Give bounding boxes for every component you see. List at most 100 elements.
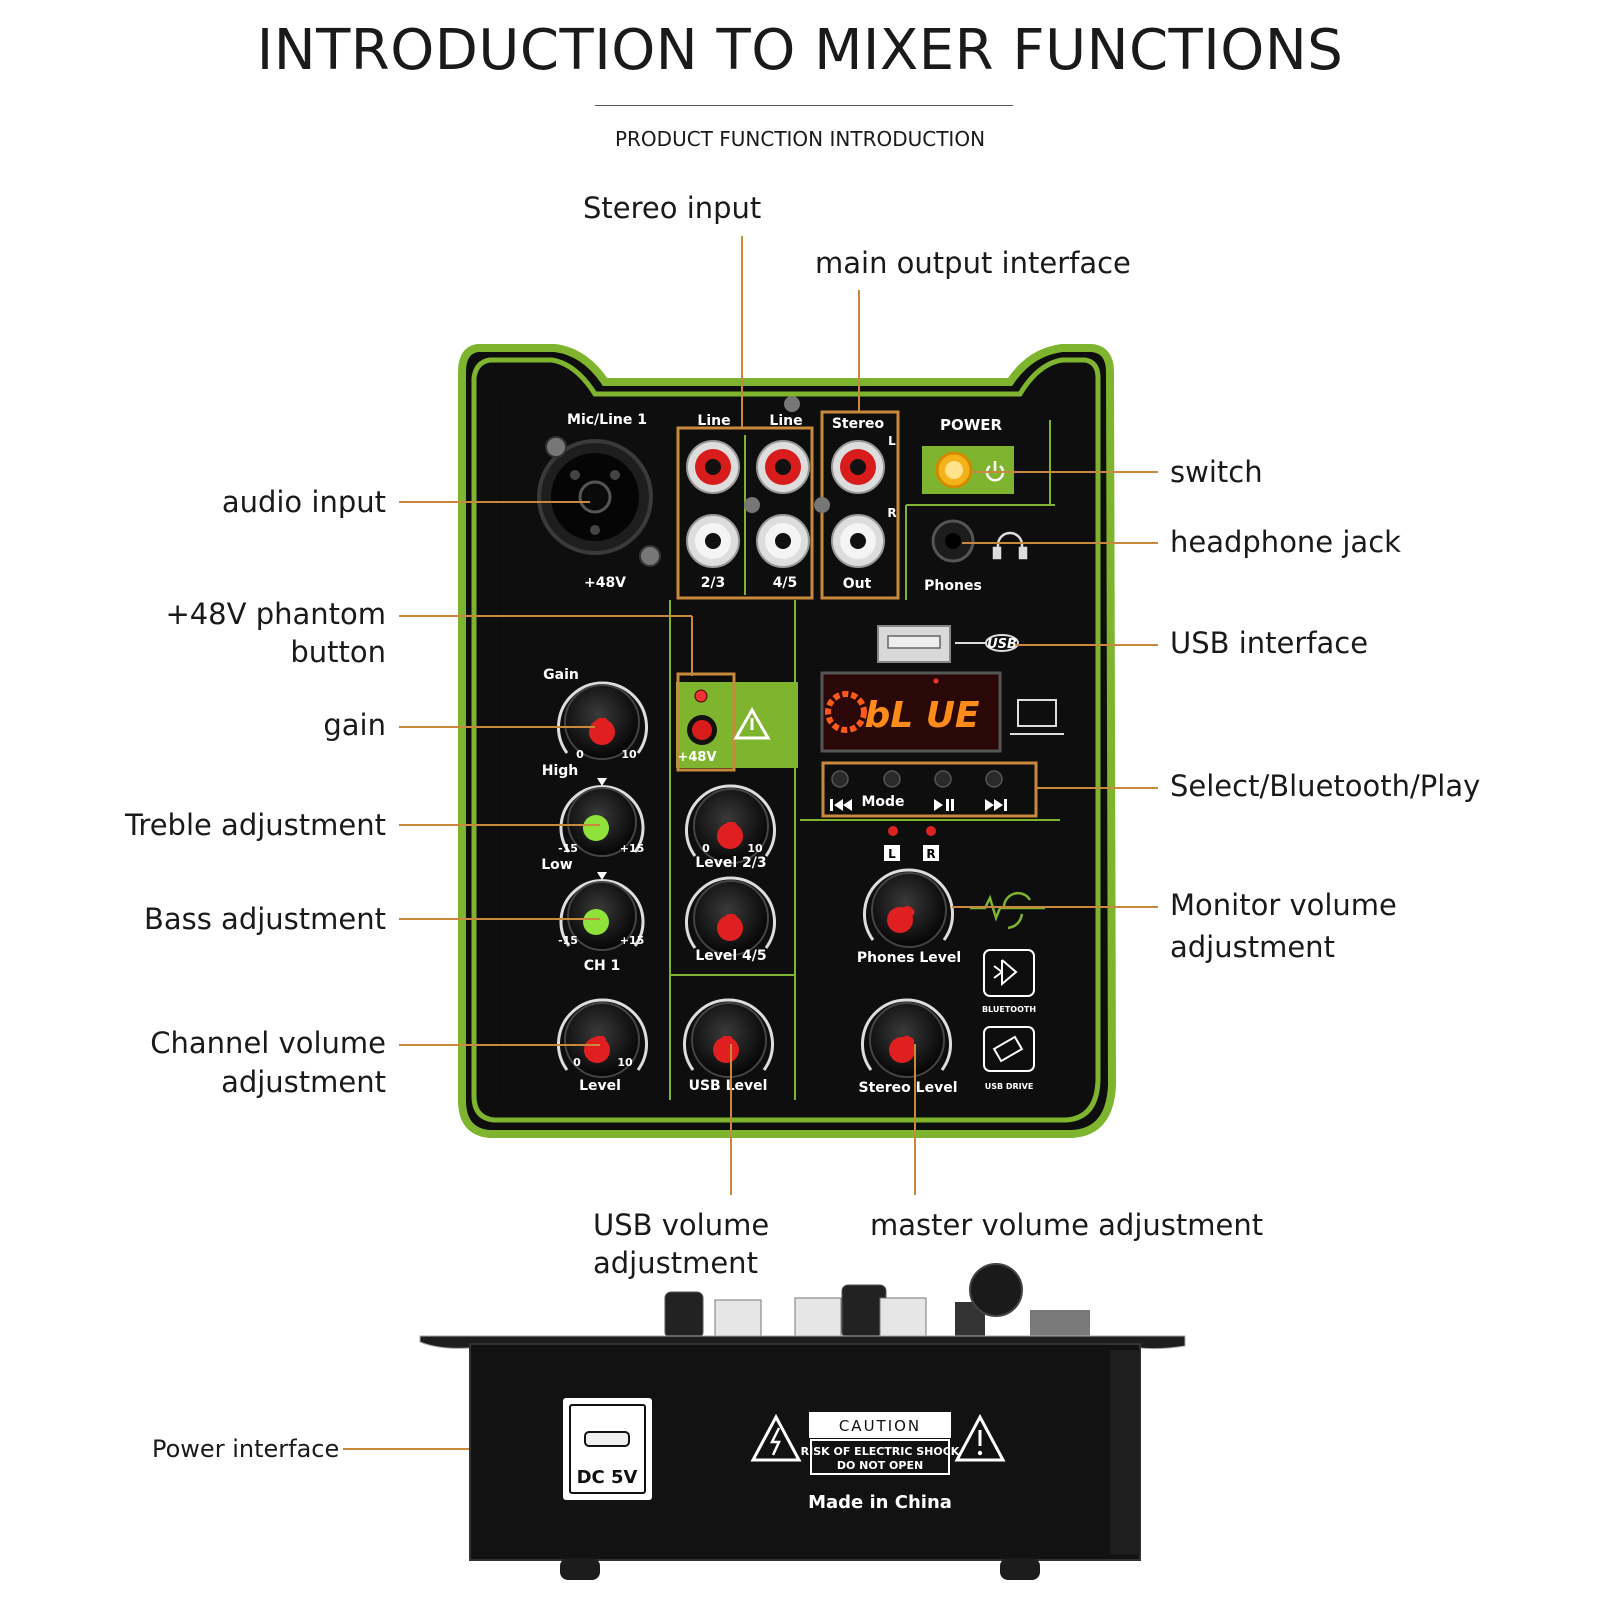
led-left-tag bbox=[884, 845, 900, 861]
led-right-tag bbox=[923, 845, 939, 861]
callout-phantom-line1: +48V phantom bbox=[165, 597, 386, 631]
callout-usb-volume-line1: USB volume bbox=[593, 1208, 770, 1242]
rca-jack-red-45 bbox=[756, 440, 810, 494]
panel-labels: Mic/Line 1 +48V Line Line Stereo L R 2/3… bbox=[541, 412, 1036, 1096]
prev-track-icon bbox=[830, 799, 852, 811]
ch1-label: CH 1 bbox=[584, 958, 621, 974]
level23-max: 10 bbox=[747, 842, 763, 855]
knobs bbox=[557, 681, 954, 1078]
callout-phantom-line2: button bbox=[290, 635, 386, 669]
usb-drive-icon bbox=[983, 1026, 1035, 1072]
level45-knob bbox=[685, 876, 776, 956]
callout-headphone-jack: headphone jack bbox=[1170, 525, 1401, 559]
r-mark: R bbox=[887, 506, 896, 520]
phones-jack bbox=[931, 519, 1028, 563]
led-display bbox=[820, 671, 1064, 753]
level23-knob bbox=[685, 784, 776, 864]
callout-audio-input: audio input bbox=[221, 485, 386, 519]
shock-warning-icon bbox=[750, 1413, 802, 1462]
power-switch-block bbox=[922, 446, 1014, 494]
callout-select-bluetooth-play: Select/Bluetooth/Play bbox=[1170, 769, 1481, 803]
jack-23-label: 2/3 bbox=[701, 575, 726, 591]
high-max: +15 bbox=[620, 842, 645, 855]
rca-jack-white-23 bbox=[686, 514, 740, 568]
callout-power-interface: Power interface bbox=[152, 1435, 340, 1463]
low-max: +15 bbox=[620, 934, 645, 947]
rca-jack-white-out bbox=[831, 514, 885, 568]
callout-monitor-line2: adjustment bbox=[1170, 930, 1335, 964]
rca-jack-red-23 bbox=[686, 440, 740, 494]
led-left bbox=[888, 826, 898, 836]
title-divider bbox=[595, 105, 1013, 106]
rca-jack-red-out bbox=[831, 440, 885, 494]
callout-bass: Bass adjustment bbox=[143, 902, 386, 936]
usb-level-label: USB Level bbox=[689, 1078, 768, 1094]
power-label: POWER bbox=[940, 416, 1003, 434]
low-label: Low bbox=[541, 857, 573, 873]
xlr-combo-jack bbox=[537, 436, 661, 567]
stereo-level-knob bbox=[861, 998, 952, 1078]
ch1-level-max: 10 bbox=[617, 1056, 633, 1069]
callout-channel-line1: Channel volume bbox=[150, 1026, 386, 1060]
dc-label: DC 5V bbox=[577, 1467, 638, 1488]
phones-label: Phones bbox=[924, 578, 982, 594]
phantom-block bbox=[676, 672, 798, 772]
out-label: Out bbox=[843, 576, 872, 592]
back-panel: DC 5V CAUTION RISK OF ELECTRIC SHOCK DO … bbox=[419, 1263, 1186, 1580]
low-eq-knob bbox=[559, 872, 645, 951]
exclamation-warning-icon bbox=[954, 1413, 1006, 1462]
gain-max: 10 bbox=[621, 748, 637, 761]
rca-jack-white-45 bbox=[756, 514, 810, 568]
callout-gain: gain bbox=[323, 708, 386, 742]
gain-label: Gain bbox=[543, 667, 579, 683]
callout-monitor-line1: Monitor volume bbox=[1170, 888, 1397, 922]
l-mark: L bbox=[888, 434, 896, 448]
mic-line-label: Mic/Line 1 bbox=[567, 412, 647, 428]
laptop-icon bbox=[1010, 699, 1064, 735]
stereo-label: Stereo bbox=[832, 416, 885, 432]
risk-line2: DO NOT OPEN bbox=[837, 1459, 923, 1472]
line-b-label: Line bbox=[769, 413, 802, 429]
play-pause-icon bbox=[934, 799, 954, 811]
usb-port bbox=[877, 625, 1019, 663]
line-a-label: Line bbox=[697, 413, 730, 429]
stereo-input-box bbox=[676, 426, 814, 600]
transport-box bbox=[821, 761, 1038, 818]
panel-dividers bbox=[669, 420, 1060, 1100]
level23-min: 0 bbox=[702, 842, 710, 855]
warning-icon bbox=[733, 706, 771, 740]
usb-drive-label: USB DRIVE bbox=[985, 1082, 1034, 1091]
high-eq-knob bbox=[559, 778, 645, 857]
made-in-label: Made in China bbox=[808, 1492, 952, 1513]
usb-level-knob bbox=[683, 998, 774, 1078]
rca-jacks bbox=[686, 396, 885, 568]
transport-buttons bbox=[831, 770, 1003, 788]
display-text: bL UE bbox=[864, 695, 979, 736]
xlr-48v-label: +48V bbox=[584, 575, 626, 591]
leader-lines bbox=[343, 236, 1158, 1450]
jack-45-label: 4/5 bbox=[773, 575, 798, 591]
gain-min: 0 bbox=[576, 748, 584, 761]
low-min: -15 bbox=[558, 934, 578, 947]
callout-treble: Treble adjustment bbox=[124, 808, 386, 842]
bluetooth-label: BLUETOOTH bbox=[982, 1005, 1036, 1014]
callout-main-output: main output interface bbox=[815, 246, 1131, 280]
caution-label: CAUTION bbox=[839, 1417, 921, 1435]
phones-level-knob bbox=[863, 868, 954, 948]
callout-master-volume: master volume adjustment bbox=[870, 1208, 1264, 1242]
led-l-label: L bbox=[888, 847, 896, 861]
level23-label: Level 2/3 bbox=[695, 855, 766, 871]
callout-channel-line2: adjustment bbox=[221, 1065, 386, 1099]
callout-stereo-input: Stereo input bbox=[583, 191, 762, 225]
high-min: -15 bbox=[558, 842, 578, 855]
risk-line1: RISK OF ELECTRIC SHOCK bbox=[801, 1445, 960, 1458]
callout-usb-volume-line2: adjustment bbox=[593, 1246, 758, 1280]
page-title: INTRODUCTION TO MIXER FUNCTIONS bbox=[256, 18, 1344, 83]
phones-level-label: Phones Level bbox=[857, 950, 961, 966]
usb-tag: USB bbox=[987, 637, 1017, 652]
mode-label: Mode bbox=[861, 794, 904, 810]
level-label: Level bbox=[579, 1078, 621, 1094]
callout-switch: switch bbox=[1170, 455, 1263, 489]
stereo-level-label: Stereo Level bbox=[859, 1080, 958, 1096]
